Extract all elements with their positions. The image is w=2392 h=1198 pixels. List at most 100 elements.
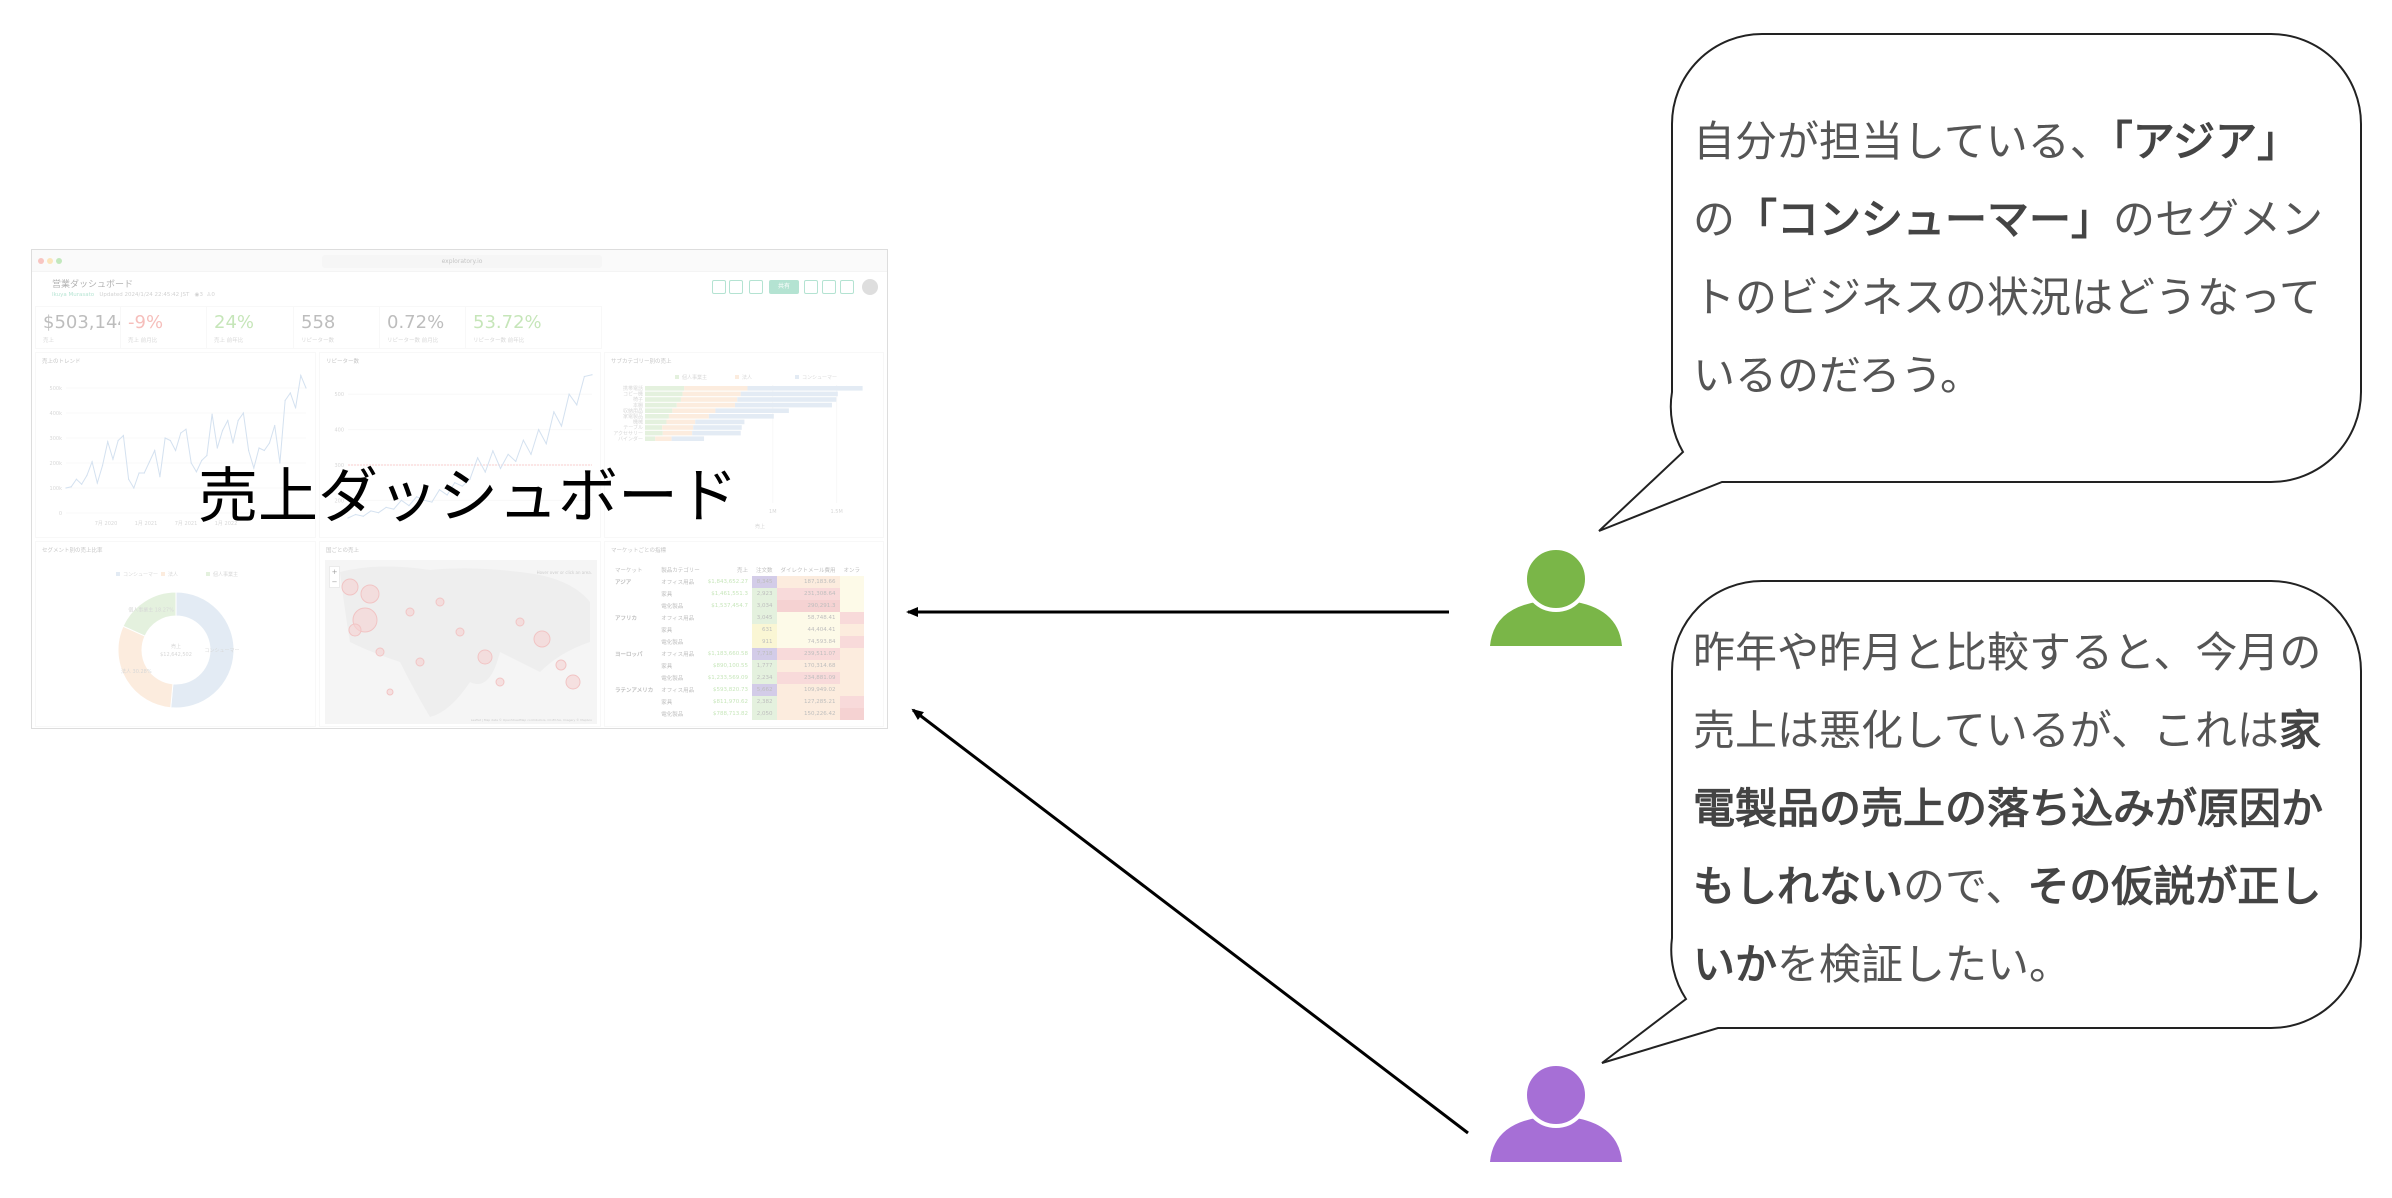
bar-segment[interactable]: [645, 425, 663, 430]
bar-segment[interactable]: [734, 402, 832, 408]
data-point: [300, 374, 302, 377]
map-zoom-in-button[interactable]: +: [331, 568, 338, 576]
country-bubble[interactable]: [405, 607, 415, 617]
bar-segment[interactable]: [671, 436, 705, 441]
like-button[interactable]: [712, 280, 726, 294]
panel-title: マーケットごとの指標: [611, 548, 666, 554]
publish-button[interactable]: [804, 280, 818, 294]
bar-segment[interactable]: [645, 408, 673, 413]
table-cell: ヨーロッパ: [615, 652, 643, 658]
bar-segment[interactable]: [655, 436, 672, 441]
country-bubble[interactable]: [565, 674, 581, 690]
data-point: [180, 432, 182, 434]
table-cell: 234,881.09: [776, 672, 840, 684]
country-bubble[interactable]: [495, 677, 505, 687]
data-point: [431, 501, 433, 503]
address-bar[interactable]: exploratory.io: [322, 255, 602, 268]
donut-slice[interactable]: [117, 625, 174, 709]
table-cell: 1,777: [752, 660, 777, 672]
share-button[interactable]: 共有: [769, 280, 799, 294]
column-header[interactable]: マーケット: [615, 568, 643, 574]
donut-slice[interactable]: [122, 591, 177, 637]
country-bubble[interactable]: [386, 688, 394, 696]
column-header[interactable]: 売上: [736, 568, 748, 574]
country-bubble[interactable]: [352, 607, 378, 633]
avatar[interactable]: [862, 279, 878, 295]
country-bubble[interactable]: [348, 623, 362, 637]
map-zoom-out-button[interactable]: −: [331, 578, 338, 586]
table-cell: [611, 600, 657, 612]
bar-segment[interactable]: [645, 386, 685, 391]
column-header[interactable]: 注文数: [756, 568, 773, 574]
table-cell: [611, 696, 657, 708]
table-cell: オフィス用品: [661, 580, 695, 586]
donut-center-value: $12,642,502: [160, 652, 192, 658]
column-header[interactable]: ダイレクトメール費用: [780, 568, 836, 574]
bar-segment[interactable]: [645, 436, 656, 441]
bar-segment[interactable]: [645, 397, 681, 402]
bar-segment[interactable]: [672, 408, 716, 413]
bar-segment[interactable]: [684, 386, 748, 391]
bar-segment[interactable]: [740, 391, 838, 397]
table-cell: 家具: [661, 664, 673, 670]
country-bubble[interactable]: [455, 627, 465, 637]
bar-segment[interactable]: [645, 419, 667, 425]
bar-segment[interactable]: [676, 402, 735, 408]
bar-segment[interactable]: [680, 397, 738, 402]
schedule-button[interactable]: [822, 280, 836, 294]
minimize-window-icon[interactable]: [47, 258, 53, 264]
close-window-icon[interactable]: [38, 258, 44, 264]
bar-segment[interactable]: [668, 414, 709, 419]
bar-segment[interactable]: [645, 414, 669, 419]
count-button[interactable]: [729, 280, 743, 294]
author-link[interactable]: Ikuya Murasato: [52, 292, 95, 298]
country-bubble[interactable]: [375, 647, 385, 657]
bar-segment[interactable]: [693, 425, 742, 430]
table-cell: アジア: [615, 580, 632, 586]
bar-segment[interactable]: [662, 425, 694, 430]
country-bubble[interactable]: [435, 597, 445, 607]
table-cell: 44,404.41: [776, 624, 840, 636]
bar-segment[interactable]: [715, 408, 789, 413]
bar-segment[interactable]: [662, 430, 693, 436]
bubble-line: いるのだろう。: [1693, 337, 2323, 415]
bar-segment[interactable]: [666, 419, 696, 425]
browser-toolbar: exploratory.io: [32, 250, 887, 272]
more-button[interactable]: [840, 280, 854, 294]
column-header[interactable]: オンラ: [843, 568, 861, 574]
country-bubble[interactable]: [415, 657, 425, 667]
bubble-text: トのビジネスの状況はどうなって: [1693, 273, 2321, 322]
world-map[interactable]: [320, 542, 602, 728]
bar-segment[interactable]: [645, 430, 663, 436]
bar-segment[interactable]: [645, 402, 677, 408]
legend-label: 個人事業主: [682, 374, 707, 381]
country-bubble[interactable]: [555, 659, 567, 671]
country-bubble[interactable]: [515, 617, 525, 627]
table-cell: 電化製品: [661, 604, 684, 610]
country-bubble[interactable]: [533, 630, 551, 648]
bar-segment[interactable]: [692, 430, 741, 436]
country-bubble[interactable]: [360, 584, 380, 604]
bar-segment[interactable]: [737, 397, 837, 402]
column-header[interactable]: 製品カテゴリー: [661, 568, 700, 574]
y-tick-label: 100k: [50, 486, 63, 492]
data-point: [538, 428, 540, 431]
x-tick-label: 1月 2021: [135, 521, 158, 527]
bar-segment[interactable]: [695, 419, 745, 425]
bar-segment[interactable]: [708, 414, 774, 419]
table-cell: 187,183.66: [776, 576, 840, 588]
donut-slice[interactable]: [170, 591, 235, 709]
bar-segment[interactable]: [747, 386, 863, 391]
bar-segment[interactable]: [645, 391, 683, 397]
x-tick-label: 1.5M: [831, 509, 843, 515]
download-button[interactable]: [749, 280, 763, 294]
y-tick-label: 200: [334, 498, 344, 504]
country-bubble[interactable]: [477, 649, 493, 665]
table-cell: [611, 624, 657, 636]
country-bubble[interactable]: [341, 578, 359, 596]
map-hint: Hover over or click an area.: [536, 570, 592, 575]
updated-text: Updated 2024/1/24 22:45:42 JST: [99, 292, 190, 298]
bar-segment[interactable]: [682, 391, 741, 397]
maximize-window-icon[interactable]: [56, 258, 62, 264]
legend-label: 法人: [168, 571, 178, 578]
